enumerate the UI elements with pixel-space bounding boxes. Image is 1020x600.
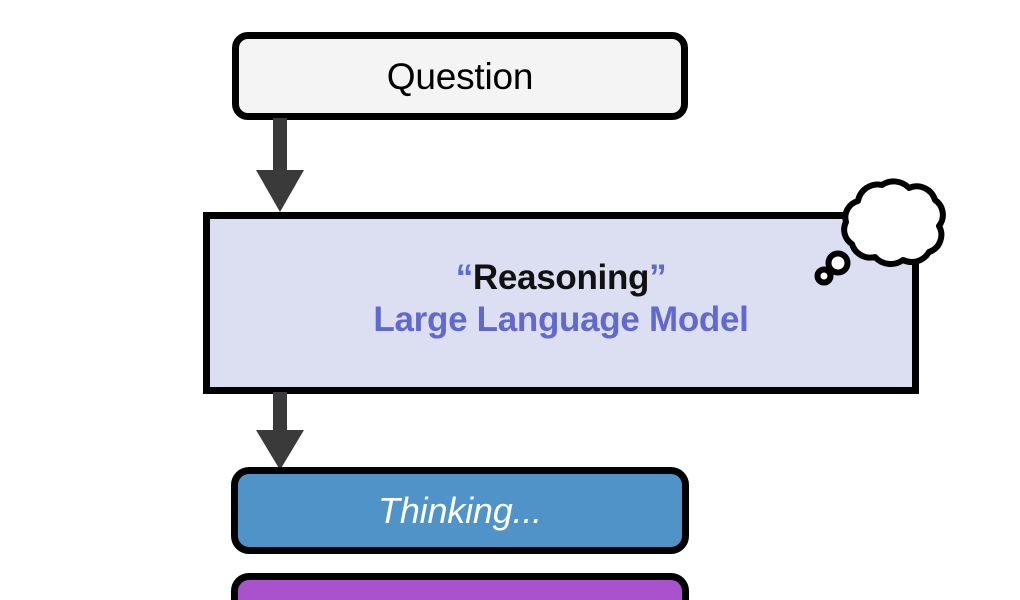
node-answer[interactable] bbox=[231, 573, 689, 600]
node-reasoning-llm[interactable]: “Reasoning” Large Language Model bbox=[203, 212, 919, 394]
arrow-question-to-llm bbox=[256, 118, 304, 212]
node-reasoning-llm-title-text: Reasoning bbox=[472, 257, 650, 297]
node-reasoning-llm-title: “Reasoning” bbox=[456, 258, 667, 298]
node-thinking[interactable]: Thinking... bbox=[231, 467, 689, 554]
arrow-llm-to-thinking bbox=[256, 392, 304, 470]
node-reasoning-llm-subtitle: Large Language Model bbox=[373, 300, 749, 339]
node-reasoning-llm-text: “Reasoning” Large Language Model bbox=[210, 258, 912, 341]
node-question[interactable]: Question bbox=[232, 32, 688, 120]
node-thinking-label: Thinking... bbox=[378, 489, 542, 531]
quote-close: ” bbox=[649, 257, 667, 297]
thought-bubble-icon bbox=[814, 178, 946, 286]
quote-open: “ bbox=[455, 257, 474, 297]
node-question-label: Question bbox=[386, 55, 534, 97]
